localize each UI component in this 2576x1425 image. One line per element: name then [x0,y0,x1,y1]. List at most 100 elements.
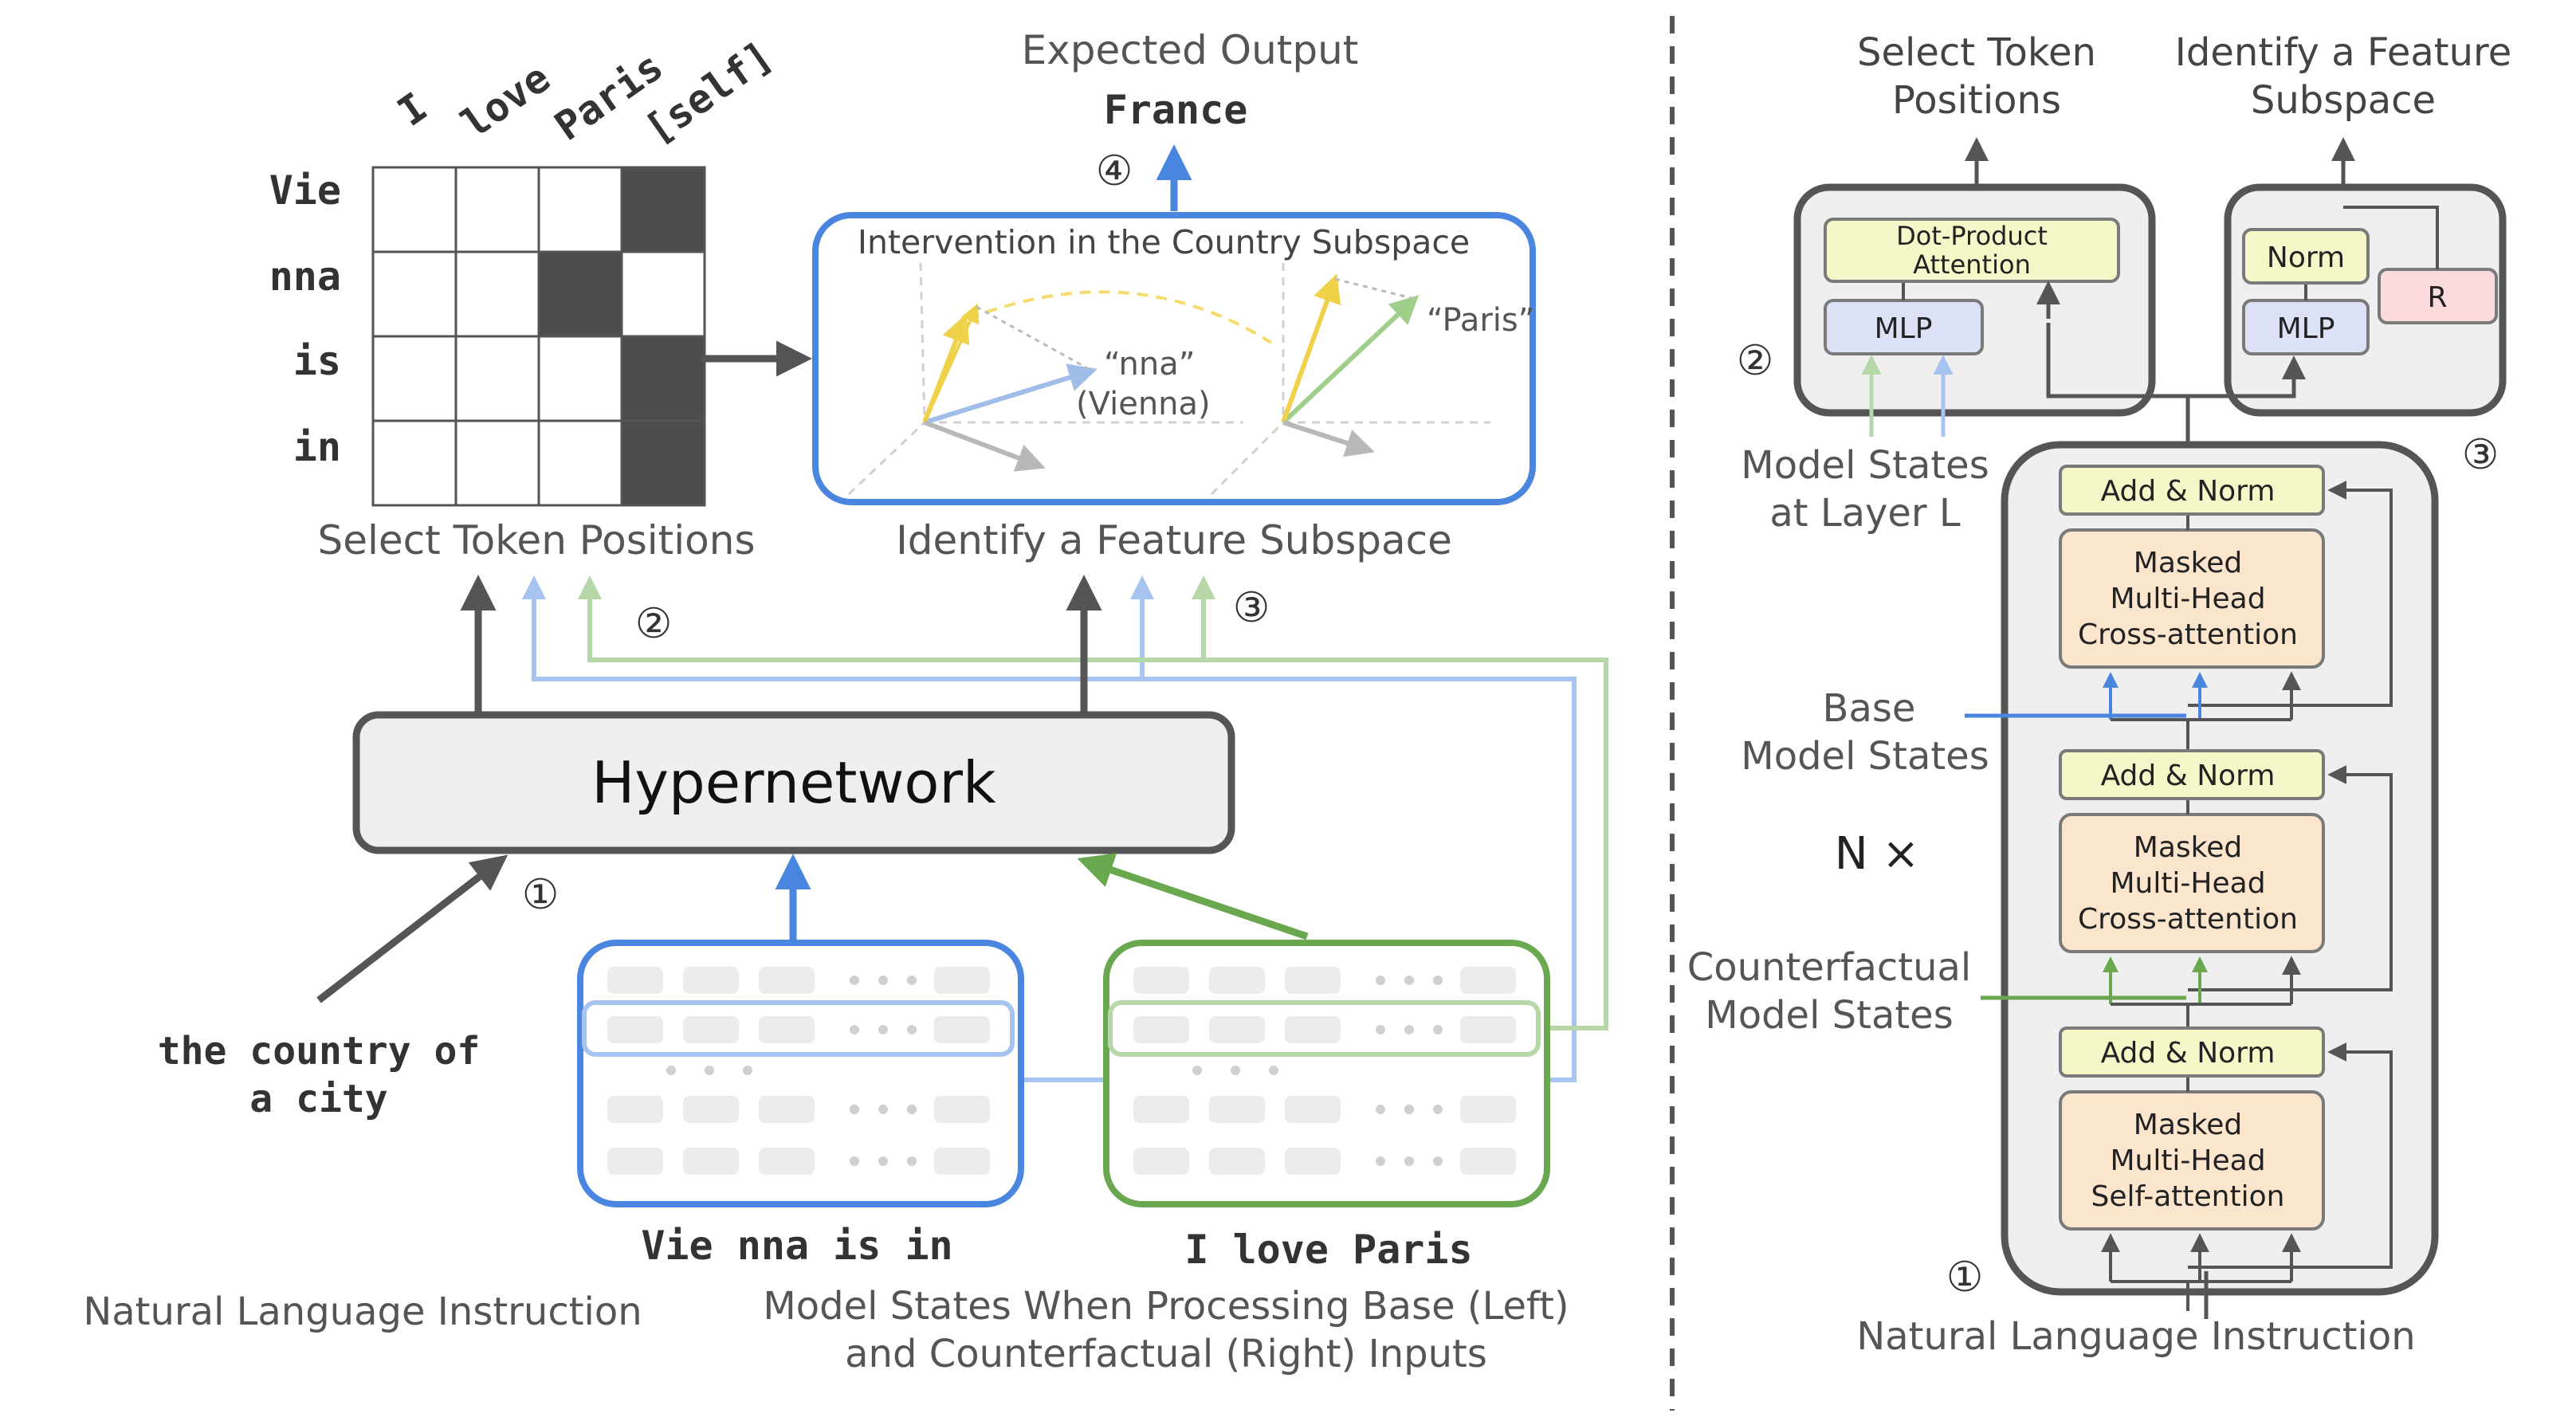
states-caption-line1: Model States When Processing Base (Left) [763,1284,1569,1329]
state-cell [683,1148,739,1175]
state-cell [1460,1148,1516,1175]
attention-label: Multi-Head [2110,867,2265,900]
state-cell [1460,967,1516,994]
grid-cell [537,419,623,507]
paris-label: “Paris” [1427,302,1534,339]
layer-states-label-1: Model States [1741,443,1989,488]
ellipsis-dot [878,1025,888,1034]
state-cell [759,967,815,994]
attention-box [2059,1090,2325,1231]
state-cell [1209,967,1265,994]
step-4-marker: ④ [1096,147,1133,195]
add-norm-label: Add & Norm [2101,1037,2276,1070]
column-header: love [454,54,559,147]
dot-product-attention-label-2: Attention [1913,249,2031,280]
ellipsis-dot [907,1105,917,1114]
state-cell [607,1096,663,1123]
grid-cell-selected [537,250,623,338]
cf-state-cells [1133,967,1516,1175]
norm-box [2242,228,2370,285]
ellipsis-dot [1404,976,1414,985]
right-step-2-marker: ② [1737,337,1774,385]
state-cell [759,1016,815,1043]
ellipsis-dot [850,1156,859,1166]
ellipsis-dot [743,1066,752,1075]
norm-label: Norm [2267,241,2345,274]
ellipsis-dot [907,976,917,985]
state-cell [934,967,990,994]
axis-line [847,421,926,496]
ellipsis-dot [850,976,859,985]
residual-connection [2188,1042,2393,1269]
grid-cell [454,250,540,338]
row-header: nna [269,253,341,300]
state-cell [1209,1148,1265,1175]
expected-output-value: France [1104,87,1248,133]
ellipsis-dot [907,1025,917,1034]
layer-states-label-2: at Layer L [1769,491,1961,536]
state-cell [1133,967,1189,994]
state-cell [1460,1096,1516,1123]
attention-box [2059,813,2325,953]
vector-space-illustration: “nna” (Vienna) “Paris” [847,262,1534,496]
state-cell [683,1096,739,1123]
cf-states-to-hypernetwork-arrow [1077,853,1309,940]
states-caption-line2: and Counterfactual (Right) Inputs [845,1332,1487,1376]
state-cell [934,1016,990,1043]
cf-selected-layer [1108,1000,1541,1057]
attention-label: Multi-Head [2110,1144,2265,1177]
row-header: in [293,424,341,470]
vienna-label-1: “nna” [1104,346,1195,383]
projection-line [1334,277,1416,300]
state-cell [1133,1096,1189,1123]
state-cell [607,1148,663,1175]
subspace-head-title-line2: Subspace [2251,78,2436,123]
ellipsis-dot [1433,1025,1443,1034]
vienna-vector [924,363,1098,425]
ellipsis-dot [1404,1105,1414,1114]
ellipsis-dot [1231,1066,1240,1075]
n-times-label: N × [1835,828,1920,880]
attention-label: Masked [2134,1109,2242,1141]
decoder-to-heads-lines [2036,281,2306,470]
vienna-label-2: (Vienna) [1076,386,1211,422]
intervention-caption: Identify a Feature Subspace [896,517,1452,563]
country-component-vector-small [923,303,980,423]
r-label: R [2427,281,2447,314]
ellipsis-dot [878,1105,888,1114]
cf-states-label-1: Counterfactual [1687,945,1972,990]
base-state-cells [607,967,990,1175]
dot-product-attention-label-1: Dot-Product [1896,221,2048,251]
residual-connection [2188,765,2393,991]
add-norm-label: Add & Norm [2101,475,2276,508]
state-cell [759,1148,815,1175]
step-1-marker: ① [522,871,560,919]
select-mlp-label: MLP [1875,312,1933,345]
grid-cell [620,250,706,338]
ellipsis-dot [1433,1105,1443,1114]
token-grid-caption: Select Token Positions [317,517,755,563]
grid-cell [371,166,457,253]
ellipsis-dot [850,1105,859,1114]
instruction-arrow [316,854,509,1003]
ellipsis-dot [1433,1156,1443,1166]
grid-cell [371,250,457,338]
step-3-marker: ③ [1233,584,1270,632]
transfer-arc [968,290,1273,344]
ellipsis-dot [1404,1156,1414,1166]
token-grid-column-headers: I love Paris [self] [390,33,781,153]
instruction-text-line2: a city [249,1077,387,1121]
state-cell [607,1016,663,1043]
right-step-1-marker: ① [1946,1254,1984,1301]
ellipsis-dot [705,1066,714,1075]
right-instruction-caption: Natural Language Instruction [1856,1314,2415,1359]
grid-cell-selected [620,419,706,507]
attention-label: Self-attention [2091,1180,2285,1213]
base-states-label-2: Model States [1741,734,1989,779]
add-norm-box [2059,1027,2325,1078]
state-cell [1285,967,1341,994]
step-2-marker: ② [635,600,673,648]
instruction-caption: Natural Language Instruction [83,1290,642,1334]
cf-input-text: I love Paris [1184,1227,1472,1273]
state-cell [683,1016,739,1043]
